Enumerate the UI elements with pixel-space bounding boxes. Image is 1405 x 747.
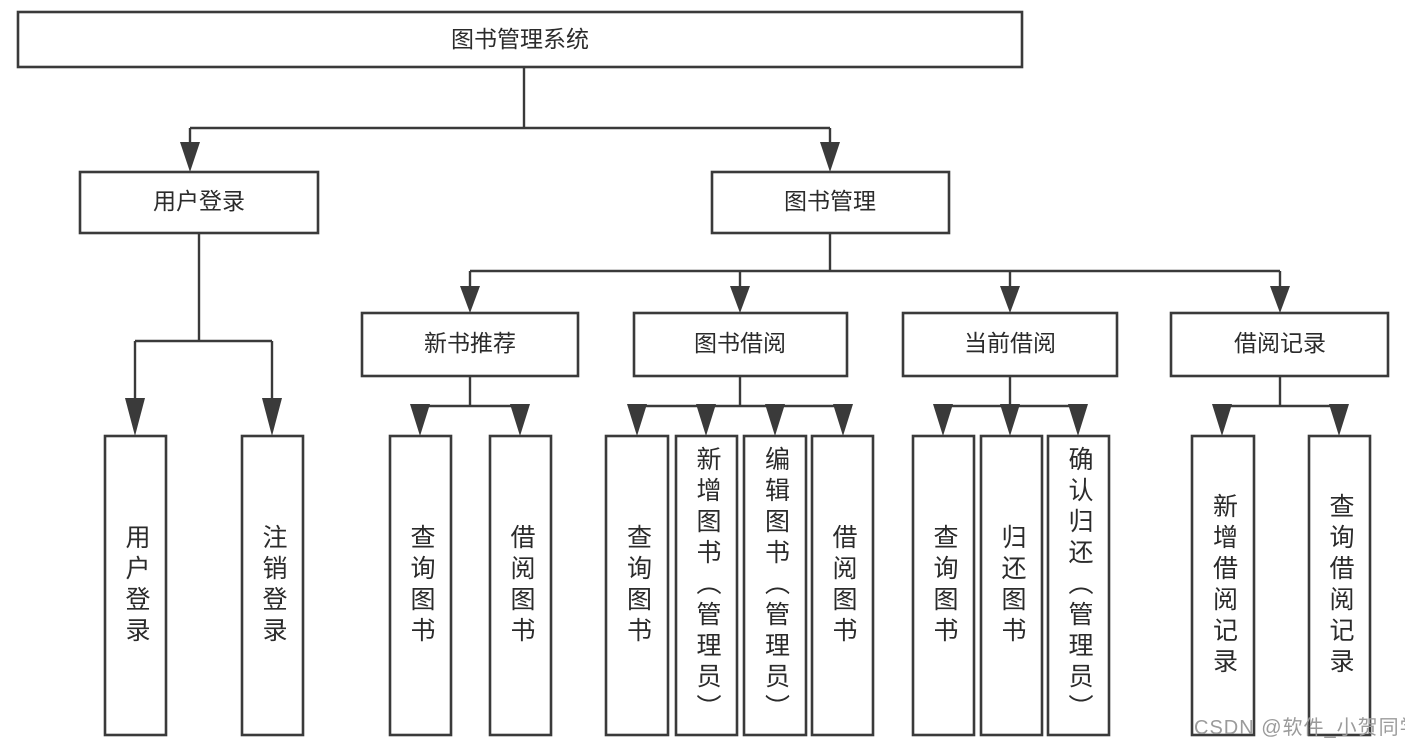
node-box-book-borrow[interactable] — [632, 311, 849, 378]
node-box-leaf-add-record[interactable] — [1190, 434, 1256, 737]
arrow-head-leaf-borrow-book-1 — [510, 404, 530, 436]
arrow-head-leaf-add-book — [696, 404, 716, 436]
connector-group-book-management — [460, 233, 1290, 313]
node-label-root: 图书管理系统 — [451, 26, 589, 52]
node-box-leaf-query-book-2[interactable] — [604, 434, 670, 737]
arrow-head-leaf-return-book — [1000, 404, 1020, 436]
node-box-leaf-query-book-3[interactable] — [911, 434, 976, 737]
node-box-borrow-record[interactable] — [1169, 311, 1390, 378]
arrow-head-leaf-user-login — [125, 398, 145, 436]
node-box-leaf-borrow-book-2[interactable] — [810, 434, 875, 737]
arrow-head-leaf-add-record — [1212, 404, 1232, 436]
arrow-head-leaf-query-book-3 — [933, 404, 953, 436]
node-box-book-management[interactable] — [710, 170, 951, 235]
connector-group-current-borrow — [933, 377, 1088, 436]
node-box-leaf-user-login[interactable] — [103, 434, 168, 737]
node-box-leaf-query-book-1[interactable] — [388, 434, 453, 737]
connector-group-book-borrow — [627, 377, 853, 436]
arrow-head-leaf-confirm-return — [1068, 404, 1088, 436]
connector-group-user-login — [125, 233, 282, 436]
node-box-leaf-edit-book[interactable] — [742, 434, 808, 737]
arrow-head-leaf-query-record — [1329, 404, 1349, 436]
node-box-current-borrow[interactable] — [901, 311, 1119, 378]
node-box-leaf-confirm-return[interactable] — [1046, 434, 1111, 737]
arrow-head-new-book-recommend — [460, 286, 480, 313]
arrow-head-current-borrow — [1000, 286, 1020, 313]
node-box-root[interactable] — [16, 10, 1024, 69]
arrow-head-leaf-query-book-1 — [410, 404, 430, 436]
arrow-head-leaf-edit-book — [765, 404, 785, 436]
node-box-leaf-add-book[interactable] — [674, 434, 739, 737]
node-label-book-borrow: 图书借阅 — [694, 330, 786, 356]
node-label-new-book-recommend: 新书推荐 — [424, 330, 516, 356]
connector-group-borrow-record — [1212, 377, 1349, 436]
arrow-head-user-login — [180, 142, 200, 172]
node-box-user-login[interactable] — [78, 170, 320, 235]
arrow-head-borrow-record — [1270, 286, 1290, 313]
node-box-new-book-recommend[interactable] — [360, 311, 580, 378]
node-box-leaf-return-book[interactable] — [979, 434, 1044, 737]
arrow-head-book-borrow — [730, 286, 750, 313]
node-label-book-management: 图书管理 — [784, 188, 876, 214]
node-label-current-borrow: 当前借阅 — [964, 330, 1056, 356]
arrow-head-leaf-query-book-2 — [627, 404, 647, 436]
connector-group-new-book-recommend — [410, 377, 530, 436]
csdn-watermark: CSDN @软件_小贺同学 — [1194, 717, 1405, 739]
node-box-leaf-borrow-book-1[interactable] — [488, 434, 553, 737]
node-box-leaf-logout-login[interactable] — [240, 434, 305, 737]
node-label-user-login: 用户登录 — [153, 188, 245, 214]
connector-group-root — [180, 68, 840, 172]
node-box-leaf-query-record[interactable] — [1307, 434, 1372, 737]
node-label-borrow-record: 借阅记录 — [1234, 330, 1326, 356]
arrow-head-book-management — [820, 142, 840, 172]
arrow-head-leaf-logout-login — [262, 398, 282, 436]
arrow-head-leaf-borrow-book-2 — [833, 404, 853, 436]
